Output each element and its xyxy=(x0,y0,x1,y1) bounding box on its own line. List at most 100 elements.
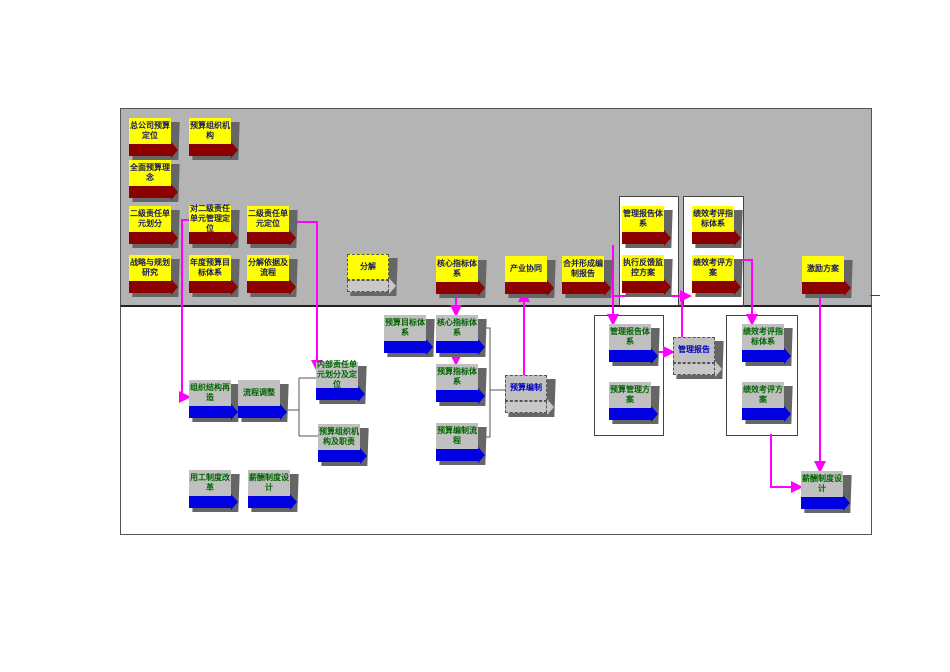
node-label: 全面预算理念 xyxy=(129,160,171,186)
node-label: 预算编制 xyxy=(505,375,547,401)
arrow-tip-icon xyxy=(734,230,741,246)
arrow-tip-icon xyxy=(171,230,178,246)
node-label: 预算组织机构 xyxy=(189,118,231,144)
node-label: 管理报告体系 xyxy=(609,324,651,350)
node-label: 年度预算目标体系 xyxy=(189,255,231,281)
node-label: 合并形成编制报告 xyxy=(562,256,604,282)
node-label: 对二级责任单元管理定位 xyxy=(189,204,231,233)
node-label: 绩效考评指标体系 xyxy=(692,206,734,232)
node-label: 核心指标体系 xyxy=(436,315,478,341)
node-label: 管理报告体系 xyxy=(622,206,664,232)
node-bar xyxy=(189,281,231,293)
node-bar xyxy=(436,449,478,461)
node-bar xyxy=(562,282,604,294)
node-label: 预算目标体系 xyxy=(384,315,426,341)
node-bar xyxy=(673,363,715,375)
arrow-tip-icon xyxy=(651,406,658,422)
arrow-tip-icon xyxy=(547,399,554,415)
node-label: 预算编制流程 xyxy=(436,423,478,449)
node-bar xyxy=(129,144,171,156)
arrow-tip-icon xyxy=(478,447,485,463)
arrow-tip-icon xyxy=(651,348,658,364)
arrow-tip-icon xyxy=(360,448,367,464)
node-bar xyxy=(129,186,171,198)
node-bar xyxy=(742,408,784,420)
node-bar xyxy=(316,388,358,400)
node-bar xyxy=(318,450,360,462)
arrow-tip-icon xyxy=(784,406,791,422)
arrow-tip-icon xyxy=(844,280,851,296)
arrow-tip-icon xyxy=(426,339,433,355)
node-bar xyxy=(742,350,784,362)
arrow-tip-icon xyxy=(358,386,365,402)
band-divider-tick xyxy=(870,295,880,296)
node-label: 激励方案 xyxy=(802,256,844,282)
node-bar xyxy=(189,496,231,508)
node-label: 薪酬制度设计 xyxy=(801,471,843,497)
node-bar xyxy=(347,280,389,292)
node-label: 分解 xyxy=(347,254,389,280)
arrow-tip-icon xyxy=(171,279,178,295)
arrow-tip-icon xyxy=(664,230,671,246)
node-bar xyxy=(505,401,547,413)
arrow-tip-icon xyxy=(171,142,178,158)
node-bar xyxy=(622,281,664,293)
node-bar xyxy=(505,282,547,294)
node-bar xyxy=(692,281,734,293)
arrow-tip-icon xyxy=(280,404,287,420)
node-label: 二级责任单元定位 xyxy=(247,206,289,232)
node-label: 薪酬制度设计 xyxy=(248,470,290,496)
arrow-tip-icon xyxy=(547,280,554,296)
arrow-tip-icon xyxy=(389,278,396,294)
node-label: 用工制度改革 xyxy=(189,470,231,496)
arrow-tip-icon xyxy=(478,388,485,404)
arrow-tip-icon xyxy=(231,142,238,158)
node-label: 核心指标体系 xyxy=(436,256,478,282)
arrow-tip-icon xyxy=(290,494,297,510)
node-label: 产业协同 xyxy=(505,256,547,282)
node-label: 预算管理方案 xyxy=(609,382,651,408)
node-bar xyxy=(189,406,231,418)
arrow-tip-icon xyxy=(843,495,850,511)
node-bar xyxy=(189,232,231,244)
node-bar xyxy=(609,408,651,420)
arrow-tip-icon xyxy=(289,279,296,295)
node-bar xyxy=(129,281,171,293)
node-bar xyxy=(238,406,280,418)
node-label: 组织结构再造 xyxy=(189,380,231,406)
node-bar xyxy=(247,232,289,244)
node-bar xyxy=(609,350,651,362)
arrow-tip-icon xyxy=(664,279,671,295)
arrow-tip-icon xyxy=(784,348,791,364)
arrow-tip-icon xyxy=(715,361,722,377)
node-bar xyxy=(436,341,478,353)
arrow-tip-icon xyxy=(734,279,741,295)
node-bar xyxy=(436,390,478,402)
arrow-tip-icon xyxy=(478,339,485,355)
node-bar xyxy=(436,282,478,294)
node-bar xyxy=(801,497,843,509)
arrow-tip-icon xyxy=(231,230,238,246)
node-bar xyxy=(247,281,289,293)
node-label: 绩效考评方案 xyxy=(692,255,734,281)
node-label: 分解依据及流程 xyxy=(247,255,289,281)
node-label: 预算组织机构及职责 xyxy=(318,424,360,450)
node-bar xyxy=(384,341,426,353)
node-label: 内部责任单元划分及定位 xyxy=(316,360,358,389)
node-bar xyxy=(802,282,844,294)
arrow-tip-icon xyxy=(478,280,485,296)
arrow-tip-icon xyxy=(289,230,296,246)
node-bar xyxy=(692,232,734,244)
arrow-tip-icon xyxy=(604,280,611,296)
node-bar xyxy=(129,232,171,244)
node-label: 管理报告 xyxy=(673,337,715,363)
node-label: 执行反馈监控方案 xyxy=(622,255,664,281)
node-bar xyxy=(622,232,664,244)
node-bar xyxy=(248,496,290,508)
node-label: 流程调整 xyxy=(238,380,280,406)
node-label: 绩效考评方案 xyxy=(742,382,784,408)
node-label: 绩效考评指标体系 xyxy=(742,324,784,350)
arrow-tip-icon xyxy=(231,494,238,510)
node-label: 二级责任单元划分 xyxy=(129,206,171,232)
